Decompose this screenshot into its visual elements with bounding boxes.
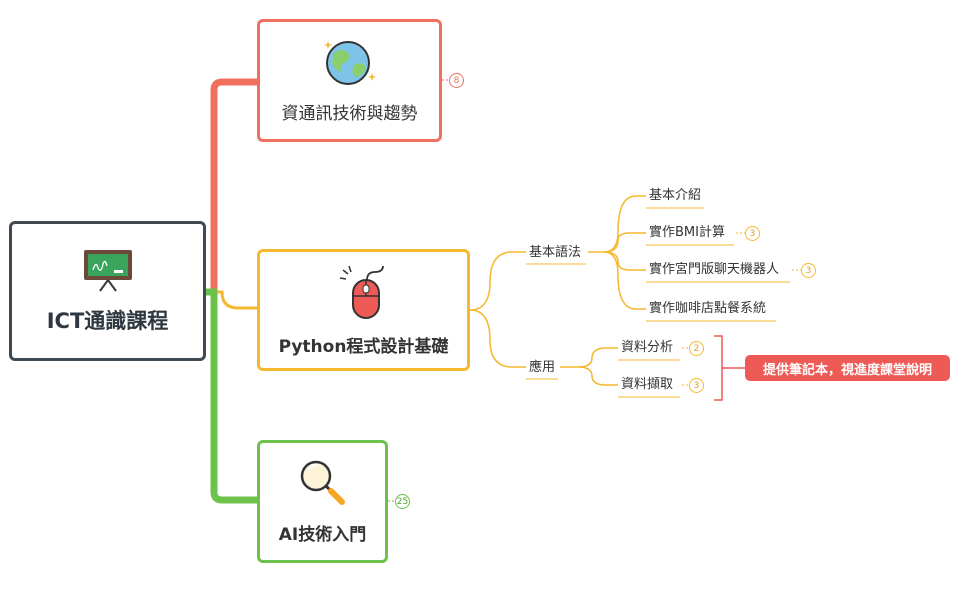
branch-line-2 [206, 290, 257, 310]
topic-node-python[interactable]: Python程式設計基礎 [257, 249, 470, 371]
leaf-bmi[interactable]: 實作BMI計算 [649, 225, 725, 240]
leaf-data-analysis[interactable]: 資料分析 [621, 340, 674, 355]
leaf-data-scraping-badge[interactable]: 3 [689, 378, 704, 393]
topic-node-ict-trends[interactable]: 資通訊技術與趨勢 [257, 19, 442, 142]
leaf-chatbot[interactable]: 實作宮門版聊天機器人 [649, 262, 780, 277]
subtopic-apps[interactable]: 應用 [529, 360, 556, 375]
topic-count-badge-3[interactable]: 25 [395, 494, 410, 509]
root-title: ICT通識課程 [46, 309, 169, 333]
branch-line-1 [206, 78, 257, 296]
leaf-intro[interactable]: 基本介紹 [649, 188, 702, 203]
subtopic-syntax[interactable]: 基本語法 [529, 245, 582, 260]
sub-line-syntax [469, 251, 526, 311]
globe-icon [320, 37, 380, 91]
leaf-data-scraping[interactable]: 資料擷取 [621, 377, 674, 392]
chalkboard-icon [80, 247, 136, 297]
topic-title-ai: AI技術入門 [278, 525, 367, 545]
root-node[interactable]: ICT通識課程 [9, 221, 206, 361]
sub-line-apps [469, 309, 526, 368]
summary-bracket [714, 335, 745, 401]
leaf-bmi-badge[interactable]: 3 [745, 226, 760, 241]
branch-line-3 [206, 288, 257, 504]
topic-count-badge-1[interactable]: 8 [449, 73, 464, 88]
leaf-chatbot-badge[interactable]: 3 [801, 263, 816, 278]
leaf-coffee[interactable]: 實作咖啡店點餐系統 [649, 301, 767, 316]
magnifier-icon [296, 458, 350, 512]
leaf-data-analysis-badge[interactable]: 2 [689, 341, 704, 356]
topic-title-ict-trends: 資通訊技術與趨勢 [281, 104, 418, 124]
topic-title-python: Python程式設計基礎 [278, 336, 449, 357]
topic-node-ai[interactable]: AI技術入門 [257, 440, 388, 563]
summary-note[interactable]: 提供筆記本，視進度課堂說明 [745, 355, 950, 381]
computer-mouse-icon [339, 264, 389, 324]
